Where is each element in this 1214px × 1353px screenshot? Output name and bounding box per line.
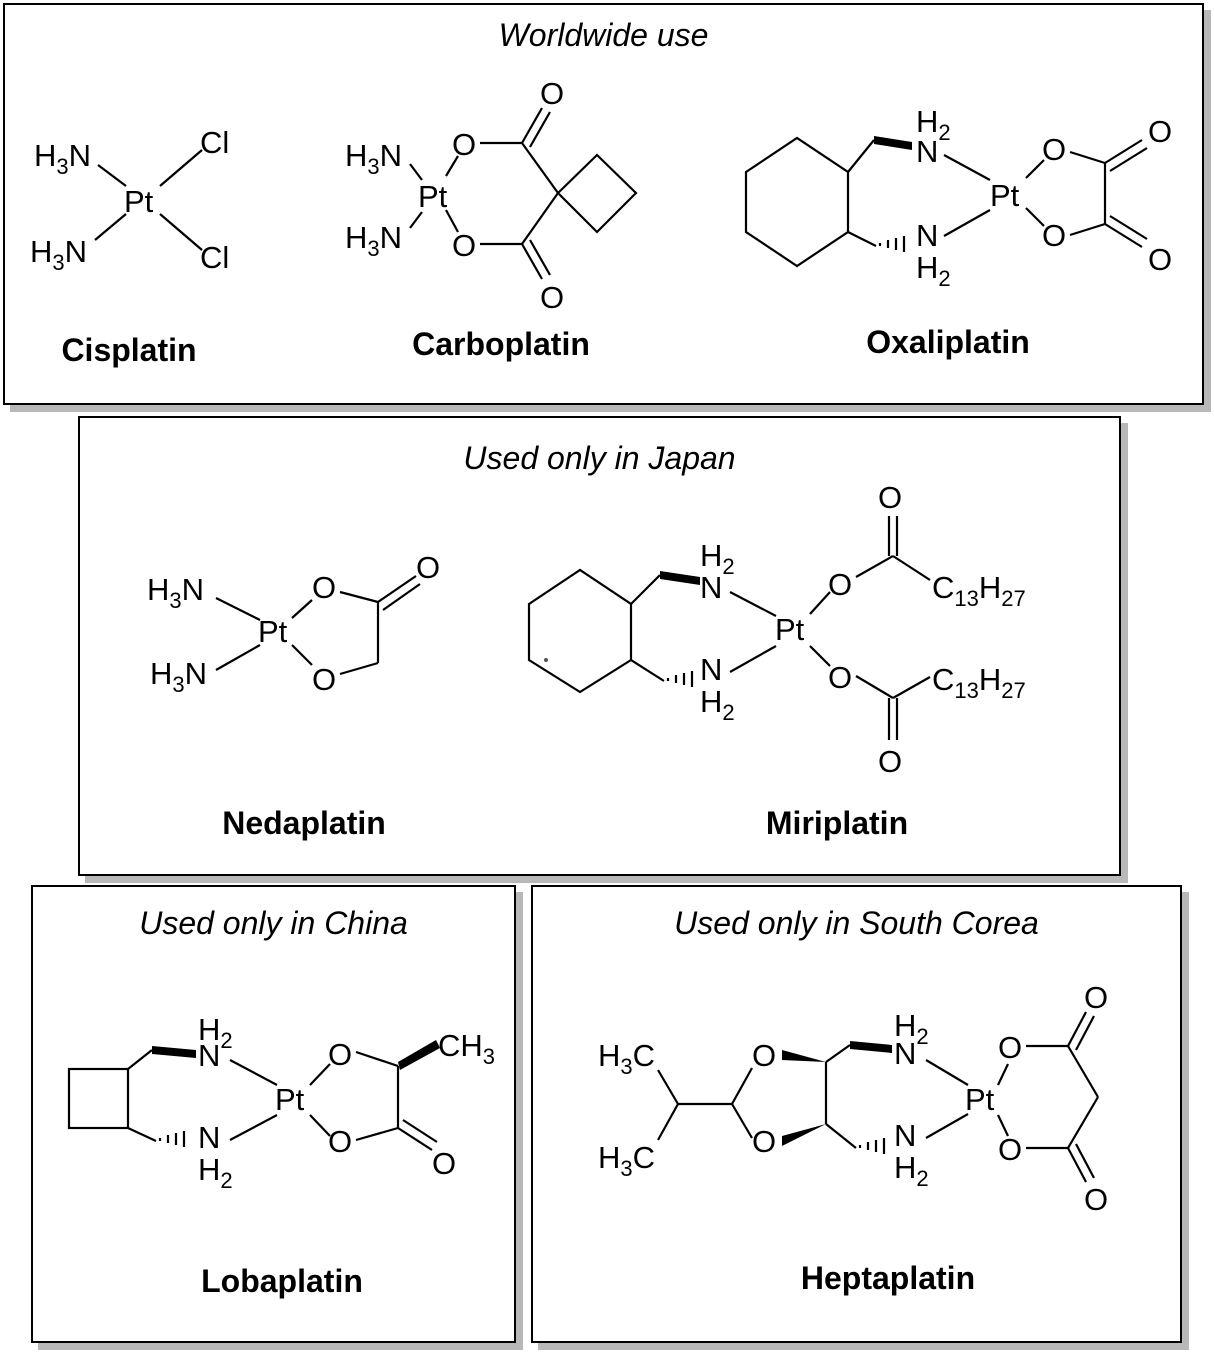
panel-caption: Used only in South Corea	[674, 905, 1039, 941]
atom-o: O	[1042, 218, 1066, 253]
atom-pt: Pt	[965, 1082, 995, 1117]
atom-o: O	[1042, 132, 1066, 167]
hash-bond	[158, 1131, 186, 1147]
atom-label: H3N	[34, 138, 91, 179]
structure-heptaplatin: H3C H3C O O H2 N N H2 Pt O O	[598, 980, 1108, 1217]
atom-label: H2	[916, 104, 951, 145]
drug-name-heptaplatin: Heptaplatin	[800, 1260, 976, 1296]
atom-label: H3N	[345, 138, 402, 179]
atom-n: N	[198, 1120, 220, 1155]
panel-worldwide: Worldwide use	[3, 3, 1204, 405]
atom-o: O	[998, 1030, 1022, 1065]
structure-carboplatin: H3N H3N Pt O O O O	[345, 76, 638, 315]
panel-japan: Used only in Japan	[78, 416, 1121, 876]
atom-label: H3N	[150, 656, 207, 697]
atom-o: O	[1084, 980, 1108, 1015]
atom-cl: Cl	[200, 125, 229, 160]
atom-label: H2	[916, 250, 951, 291]
drug-name-lobaplatin: Lobaplatin	[201, 1263, 363, 1299]
atom-pt: Pt	[258, 614, 288, 649]
panel-caption: Worldwide use	[498, 17, 709, 53]
atom-n: N	[894, 1036, 916, 1071]
hash-bond	[666, 671, 694, 687]
atom-n: N	[700, 570, 722, 605]
atom-o: O	[1084, 1182, 1108, 1217]
atom-label: H2	[198, 1152, 233, 1193]
hash-bond	[878, 236, 906, 252]
atom-o: O	[828, 567, 852, 602]
atom-label: CH3	[438, 1028, 495, 1069]
panel-caption: Used only in China	[139, 905, 408, 941]
atom-o: O	[328, 1037, 352, 1072]
atom-label: H3N	[345, 220, 402, 261]
structure-oxaliplatin: H2 N N H2 Pt O O O O	[744, 104, 1172, 291]
atom-pt: Pt	[418, 179, 448, 214]
atom-label: H2	[894, 1150, 929, 1191]
atom-o: O	[540, 280, 564, 315]
atom-o: O	[998, 1132, 1022, 1167]
drug-name-nedaplatin: Nedaplatin	[222, 805, 386, 841]
hash-bond	[858, 1138, 886, 1154]
atom-n: N	[894, 1118, 916, 1153]
atom-o: O	[416, 550, 440, 585]
atom-label: H2	[700, 538, 735, 579]
atom-n: N	[700, 652, 722, 687]
atom-o: O	[752, 1038, 776, 1073]
atom-n: N	[916, 218, 938, 253]
drug-name-oxaliplatin: Oxaliplatin	[866, 324, 1030, 360]
atom-label: H3C	[598, 1038, 655, 1079]
structure-lobaplatin: H2 N N H2 Pt O O CH3 O	[67, 1012, 495, 1193]
atom-o: O	[312, 662, 336, 697]
atom-cl: Cl	[200, 240, 229, 275]
atom-pt: Pt	[990, 178, 1020, 213]
atom-label: H3N	[147, 572, 204, 613]
atom-o: O	[1148, 114, 1172, 149]
atom-o: O	[328, 1124, 352, 1159]
structure-miriplatin: H2 N N H2 Pt O O O O C13H27 C13H27	[527, 480, 1026, 779]
panel-korea: Used only in South Corea	[531, 885, 1182, 1343]
panel-caption: Used only in Japan	[463, 440, 736, 476]
atom-o: O	[312, 570, 336, 605]
atom-o: O	[1148, 242, 1172, 277]
atom-label: H3C	[598, 1140, 655, 1181]
atom-pt: Pt	[124, 184, 154, 219]
atom-o: O	[540, 76, 564, 111]
atom-o: O	[432, 1146, 456, 1181]
atom-n: N	[198, 1038, 220, 1073]
atom-label: H3N	[30, 234, 87, 275]
drug-name-miriplatin: Miriplatin	[765, 805, 909, 841]
atom-label: C13H27	[932, 570, 1026, 611]
atom-o: O	[828, 660, 852, 695]
atom-o: O	[452, 228, 476, 263]
atom-label: H2	[894, 1008, 929, 1049]
atom-o: O	[452, 127, 476, 162]
structure-nedaplatin: H3N H3N Pt O O O	[147, 550, 440, 697]
atom-o: O	[878, 480, 902, 515]
drug-name-carboplatin: Carboplatin	[412, 326, 590, 362]
atom-label: C13H27	[932, 662, 1026, 703]
atom-pt: Pt	[275, 1082, 305, 1117]
panel-china: Used only in China	[31, 885, 516, 1343]
atom-n: N	[916, 134, 938, 169]
atom-o: O	[752, 1124, 776, 1159]
atom-o: O	[878, 744, 902, 779]
atom-label: H2	[700, 684, 735, 725]
drug-name-cisplatin: Cisplatin	[61, 332, 197, 368]
atom-pt: Pt	[775, 612, 805, 647]
structure-cisplatin: H3N H3N Pt Cl Cl	[30, 125, 229, 275]
atom-label: H2	[198, 1012, 233, 1053]
